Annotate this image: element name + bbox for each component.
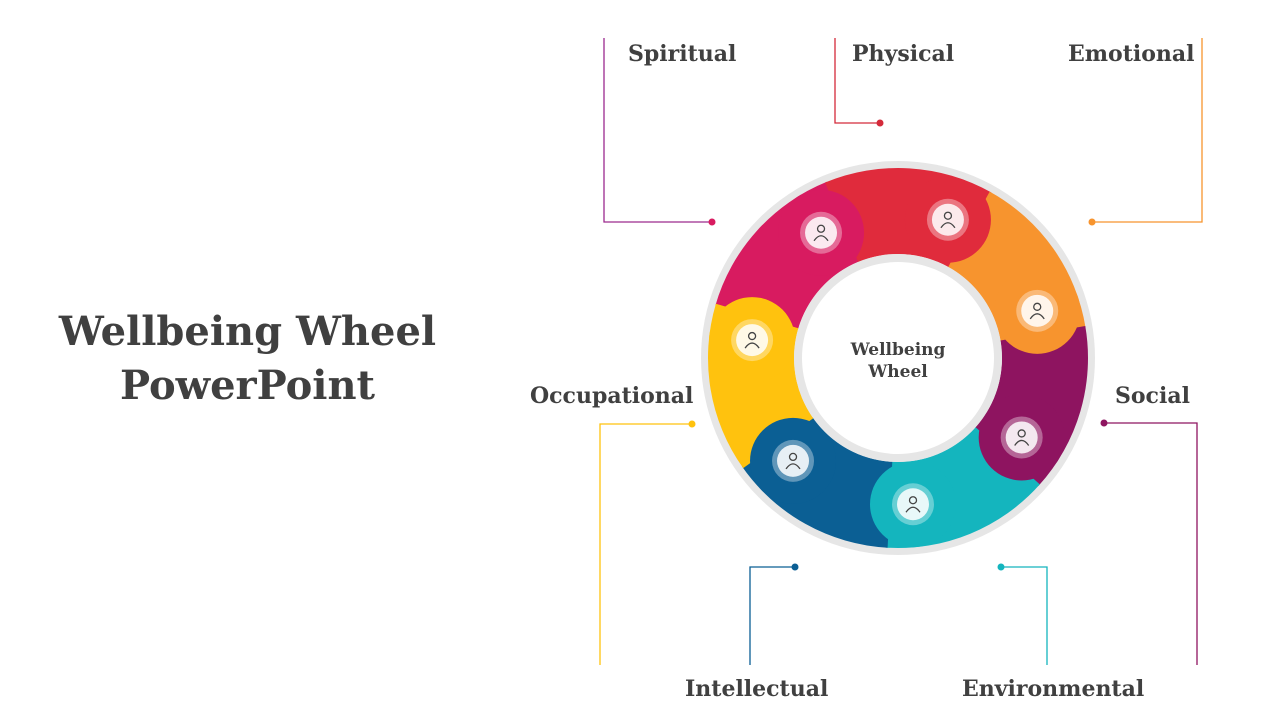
running-figure-icon	[926, 198, 969, 241]
slide-title: Wellbeing Wheel PowerPoint	[40, 305, 455, 413]
label-social: Social	[1115, 383, 1190, 409]
connector-occupational	[599, 423, 692, 665]
connector-lines	[599, 38, 1203, 665]
dot-occupational	[688, 420, 696, 428]
label-emotional: Emotional	[1068, 41, 1195, 67]
segment-icons	[731, 198, 1059, 526]
clapping-hands-icon	[800, 211, 843, 254]
connector-physical	[834, 38, 880, 124]
center-label-line-2: Wheel	[867, 362, 928, 382]
center-label-line-1: Wellbeing	[850, 340, 946, 360]
lightbulb-hand-icon	[772, 439, 815, 482]
label-environmental: Environmental	[962, 676, 1145, 702]
title-line-2: PowerPoint	[119, 362, 376, 409]
connector-intellectual	[749, 566, 795, 665]
dot-physical	[876, 119, 884, 127]
dot-emotional	[1088, 218, 1096, 226]
dot-spiritual	[708, 218, 716, 226]
workers-icon	[731, 319, 774, 362]
connector-emotional	[1092, 38, 1203, 223]
label-spiritual: Spiritual	[628, 41, 737, 67]
connector-spiritual	[603, 38, 712, 223]
title-line-1: Wellbeing Wheel	[58, 308, 437, 355]
label-occupational: Occupational	[530, 383, 694, 409]
dot-intellectual	[791, 563, 799, 571]
connector-social	[1104, 422, 1198, 665]
label-physical: Physical	[852, 41, 955, 67]
wheel-hub	[802, 262, 994, 454]
dot-social	[1100, 419, 1108, 427]
people-network-icon	[1000, 416, 1043, 459]
plant-globe-icon	[892, 483, 935, 526]
head-heart-icon	[1016, 289, 1059, 332]
connector-environmental	[1001, 566, 1048, 665]
dot-environmental	[997, 563, 1005, 571]
label-intellectual: Intellectual	[685, 676, 829, 702]
